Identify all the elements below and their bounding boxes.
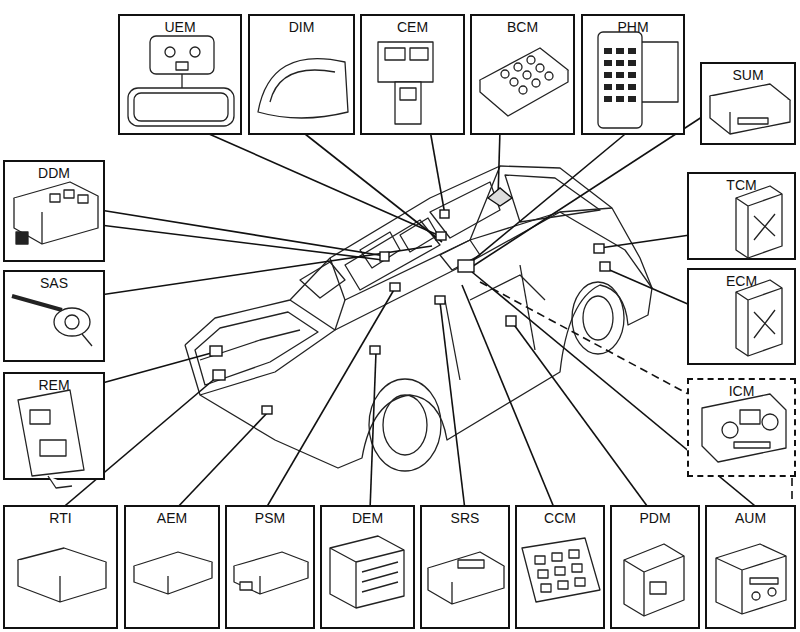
module-box: DIM <box>248 14 355 135</box>
module-label: REM <box>5 377 103 393</box>
module-box: DDM <box>3 160 105 262</box>
module-box: SAS <box>3 270 105 362</box>
module-label: DDM <box>5 165 103 181</box>
module-label: SRS <box>422 510 508 526</box>
module-label: PSM <box>227 510 313 526</box>
module-label: PHM <box>583 19 683 35</box>
module-label: PDM <box>612 510 698 526</box>
module-box: UEM <box>118 14 242 135</box>
module-box: CCM <box>515 505 605 629</box>
module-label: DEM <box>322 510 413 526</box>
module-label: ICM <box>689 383 794 399</box>
module-box: PDM <box>610 505 700 629</box>
module-label: CEM <box>362 19 463 35</box>
module-box: DEM <box>320 505 415 629</box>
module-box: SUM <box>700 62 796 145</box>
module-label: BCM <box>472 19 573 35</box>
module-box: AEM <box>124 505 220 629</box>
module-box: PSM <box>225 505 315 629</box>
module-label: DIM <box>250 19 353 35</box>
module-box: RTI <box>3 505 118 629</box>
module-box: REM <box>3 372 105 480</box>
module-label: SUM <box>702 67 794 83</box>
module-label: ECM <box>689 273 794 289</box>
module-label: CCM <box>517 510 603 526</box>
module-box: ICM <box>687 378 796 477</box>
module-label: UEM <box>120 19 240 35</box>
module-label: AUM <box>707 510 794 526</box>
module-label: SAS <box>5 275 103 291</box>
module-box: SRS <box>420 505 510 629</box>
module-box: CEM <box>360 14 465 135</box>
module-box: BCM <box>470 14 575 135</box>
module-label: RTI <box>5 510 116 526</box>
module-box: AUM <box>705 505 796 629</box>
module-box: ECM <box>687 268 796 365</box>
module-box: PHM <box>581 14 685 135</box>
module-label: AEM <box>126 510 218 526</box>
module-label: TCM <box>689 177 794 193</box>
module-box: TCM <box>687 172 796 260</box>
